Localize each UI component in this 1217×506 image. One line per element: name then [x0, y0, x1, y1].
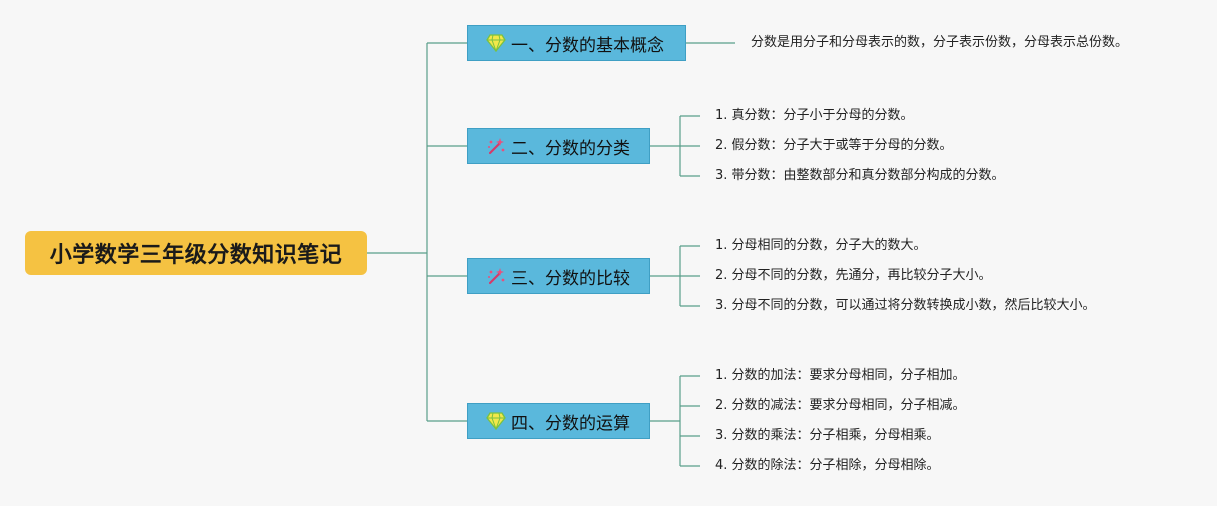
branch-node-classification[interactable]: 二、分数的分类 — [467, 128, 650, 164]
root-title: 小学数学三年级分数知识笔记 — [49, 243, 343, 268]
branch-node-operations[interactable]: 四、分数的运算 — [467, 403, 650, 439]
leaf-basic-concept-definition[interactable]: 分数是用分子和分母表示的数，分子表示份数，分母表示总份数。 — [751, 35, 1129, 50]
branch-label: 二、分数的分类 — [511, 138, 630, 159]
branch-label: 四、分数的运算 — [511, 413, 630, 434]
leaf-multiplication[interactable]: 3. 分数的乘法：分子相乘，分母相乘。 — [715, 428, 940, 443]
branch-node-basic-concept[interactable]: 一、分数的基本概念 — [467, 25, 686, 61]
leaf-compare-decimal[interactable]: 3. 分母不同的分数，可以通过将分数转换成小数，然后比较大小。 — [715, 298, 1096, 313]
leaf-compare-common-denominator[interactable]: 2. 分母不同的分数，先通分，再比较分子大小。 — [715, 268, 992, 283]
leaf-division[interactable]: 4. 分数的除法：分子相除，分母相除。 — [715, 458, 940, 473]
diamond-icon — [485, 410, 507, 432]
root-node[interactable]: 小学数学三年级分数知识笔记 — [25, 231, 367, 275]
leaf-mixed-number[interactable]: 3. 带分数：由整数部分和真分数部分构成的分数。 — [715, 168, 1005, 183]
branch-label: 三、分数的比较 — [511, 268, 630, 289]
leaf-compare-same-denominator[interactable]: 1. 分母相同的分数，分子大的数大。 — [715, 238, 927, 253]
magic-wand-icon — [485, 265, 507, 287]
leaf-subtraction[interactable]: 2. 分数的减法：要求分母相同，分子相减。 — [715, 398, 966, 413]
leaf-improper-fraction[interactable]: 2. 假分数：分子大于或等于分母的分数。 — [715, 138, 953, 153]
branch-node-comparison[interactable]: 三、分数的比较 — [467, 258, 650, 294]
leaf-addition[interactable]: 1. 分数的加法：要求分母相同，分子相加。 — [715, 368, 966, 383]
leaf-proper-fraction[interactable]: 1. 真分数：分子小于分母的分数。 — [715, 108, 914, 123]
diamond-icon — [485, 32, 507, 54]
branch-label: 一、分数的基本概念 — [511, 35, 664, 56]
magic-wand-icon — [485, 135, 507, 157]
